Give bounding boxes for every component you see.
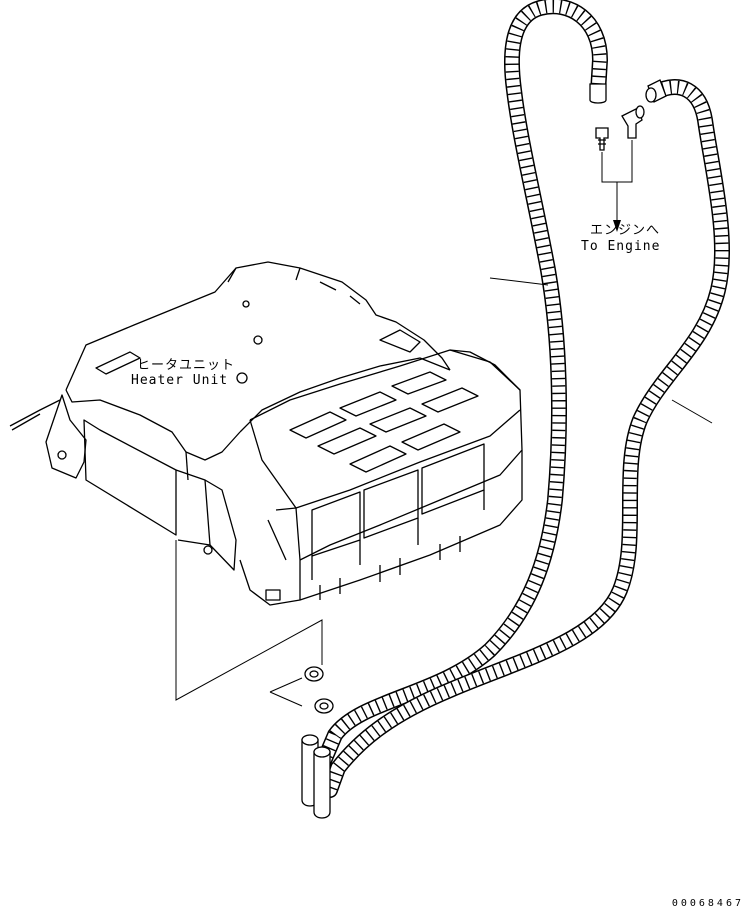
hose-ends xyxy=(301,734,331,819)
to-engine-label-jp: エンジンへ xyxy=(590,223,661,238)
heater-hose-1 xyxy=(309,0,609,808)
heater-hose-2 xyxy=(322,79,730,798)
engine-fittings xyxy=(595,105,645,151)
hose-top-ends xyxy=(589,79,667,104)
hose-clamp xyxy=(304,666,334,714)
heater-unit-label-jp: ヒータユニット xyxy=(137,358,236,373)
engine-arrow xyxy=(613,220,621,232)
drawing-number: 00068467 xyxy=(671,898,744,909)
to-engine-label-en: To Engine xyxy=(581,239,661,254)
heater-unit xyxy=(9,261,523,606)
clamp-leader-lines xyxy=(175,540,323,707)
hose-leader-lines xyxy=(489,277,713,424)
heater-unit-label-en: Heater Unit xyxy=(131,373,229,388)
engine-leader-lines xyxy=(601,140,633,222)
